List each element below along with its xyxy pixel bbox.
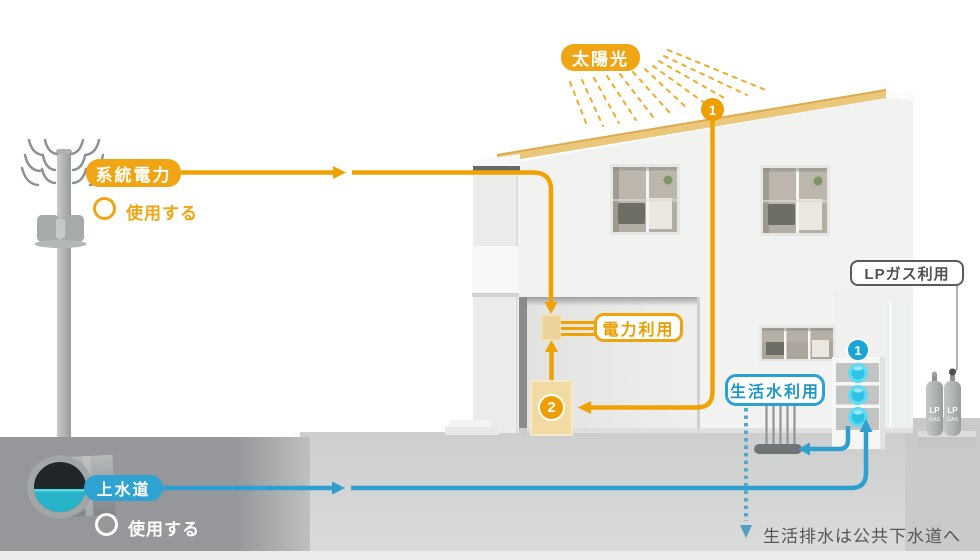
storage-battery-badge: 2 (538, 394, 565, 421)
window-2f-right (760, 165, 830, 236)
grid-power-label: 系統電力 (86, 159, 181, 187)
distribution-board (541, 314, 562, 341)
water-heater-badge: 1 (846, 338, 870, 362)
solar-panel-badge: 1 (701, 98, 724, 121)
gas-cylinder-label: LP (929, 406, 940, 415)
water-tap-knobs (848, 363, 868, 427)
electric-use-label: 電力利用 (594, 313, 683, 342)
sun-rays (569, 49, 769, 129)
window-2f-left (610, 164, 680, 235)
lp-gas-cylinders: LP GAS LP GAS (918, 286, 976, 447)
water-supply-use-text: 使用する (128, 520, 200, 539)
domestic-water-use-label: 生活水利用 (725, 374, 825, 406)
pole-transformer (34, 215, 87, 248)
water-lines (163, 408, 873, 538)
water-supply-use-radio[interactable] (95, 513, 118, 536)
grid-power-use-radio[interactable] (93, 197, 116, 220)
solar-panel-strip (497, 90, 886, 163)
electric-lines (181, 49, 769, 436)
lp-gas-use-label: LPガス利用 (850, 260, 964, 286)
arrowheads (333, 166, 591, 414)
service-entrance-bar (473, 166, 520, 173)
roof-fascia (886, 90, 913, 100)
solar-label: 太陽光 (561, 44, 640, 71)
drain-note-text: 生活排水は公共下水道へ (763, 527, 961, 546)
entry-step-bottom (445, 427, 499, 435)
water-main-pipe (27, 454, 116, 519)
roof-edge (496, 89, 887, 156)
svg-text:GAS: GAS (947, 417, 959, 423)
entry-step-top (449, 420, 491, 427)
house (445, 89, 913, 435)
window-1f (759, 325, 836, 362)
water-manifold (754, 406, 802, 454)
gas-cylinder-label: LP (947, 406, 958, 415)
ground-bottom-strip (0, 551, 980, 560)
grid-power-use-text: 使用する (126, 204, 198, 223)
pipe-water (34, 489, 86, 512)
water-fixture-rack (832, 357, 885, 449)
bay-box (472, 246, 519, 295)
water-supply-label: 上水道 (84, 475, 163, 501)
gas-line (952, 286, 958, 373)
left-projection-wall (473, 172, 518, 433)
svg-text:GAS: GAS (929, 417, 941, 423)
